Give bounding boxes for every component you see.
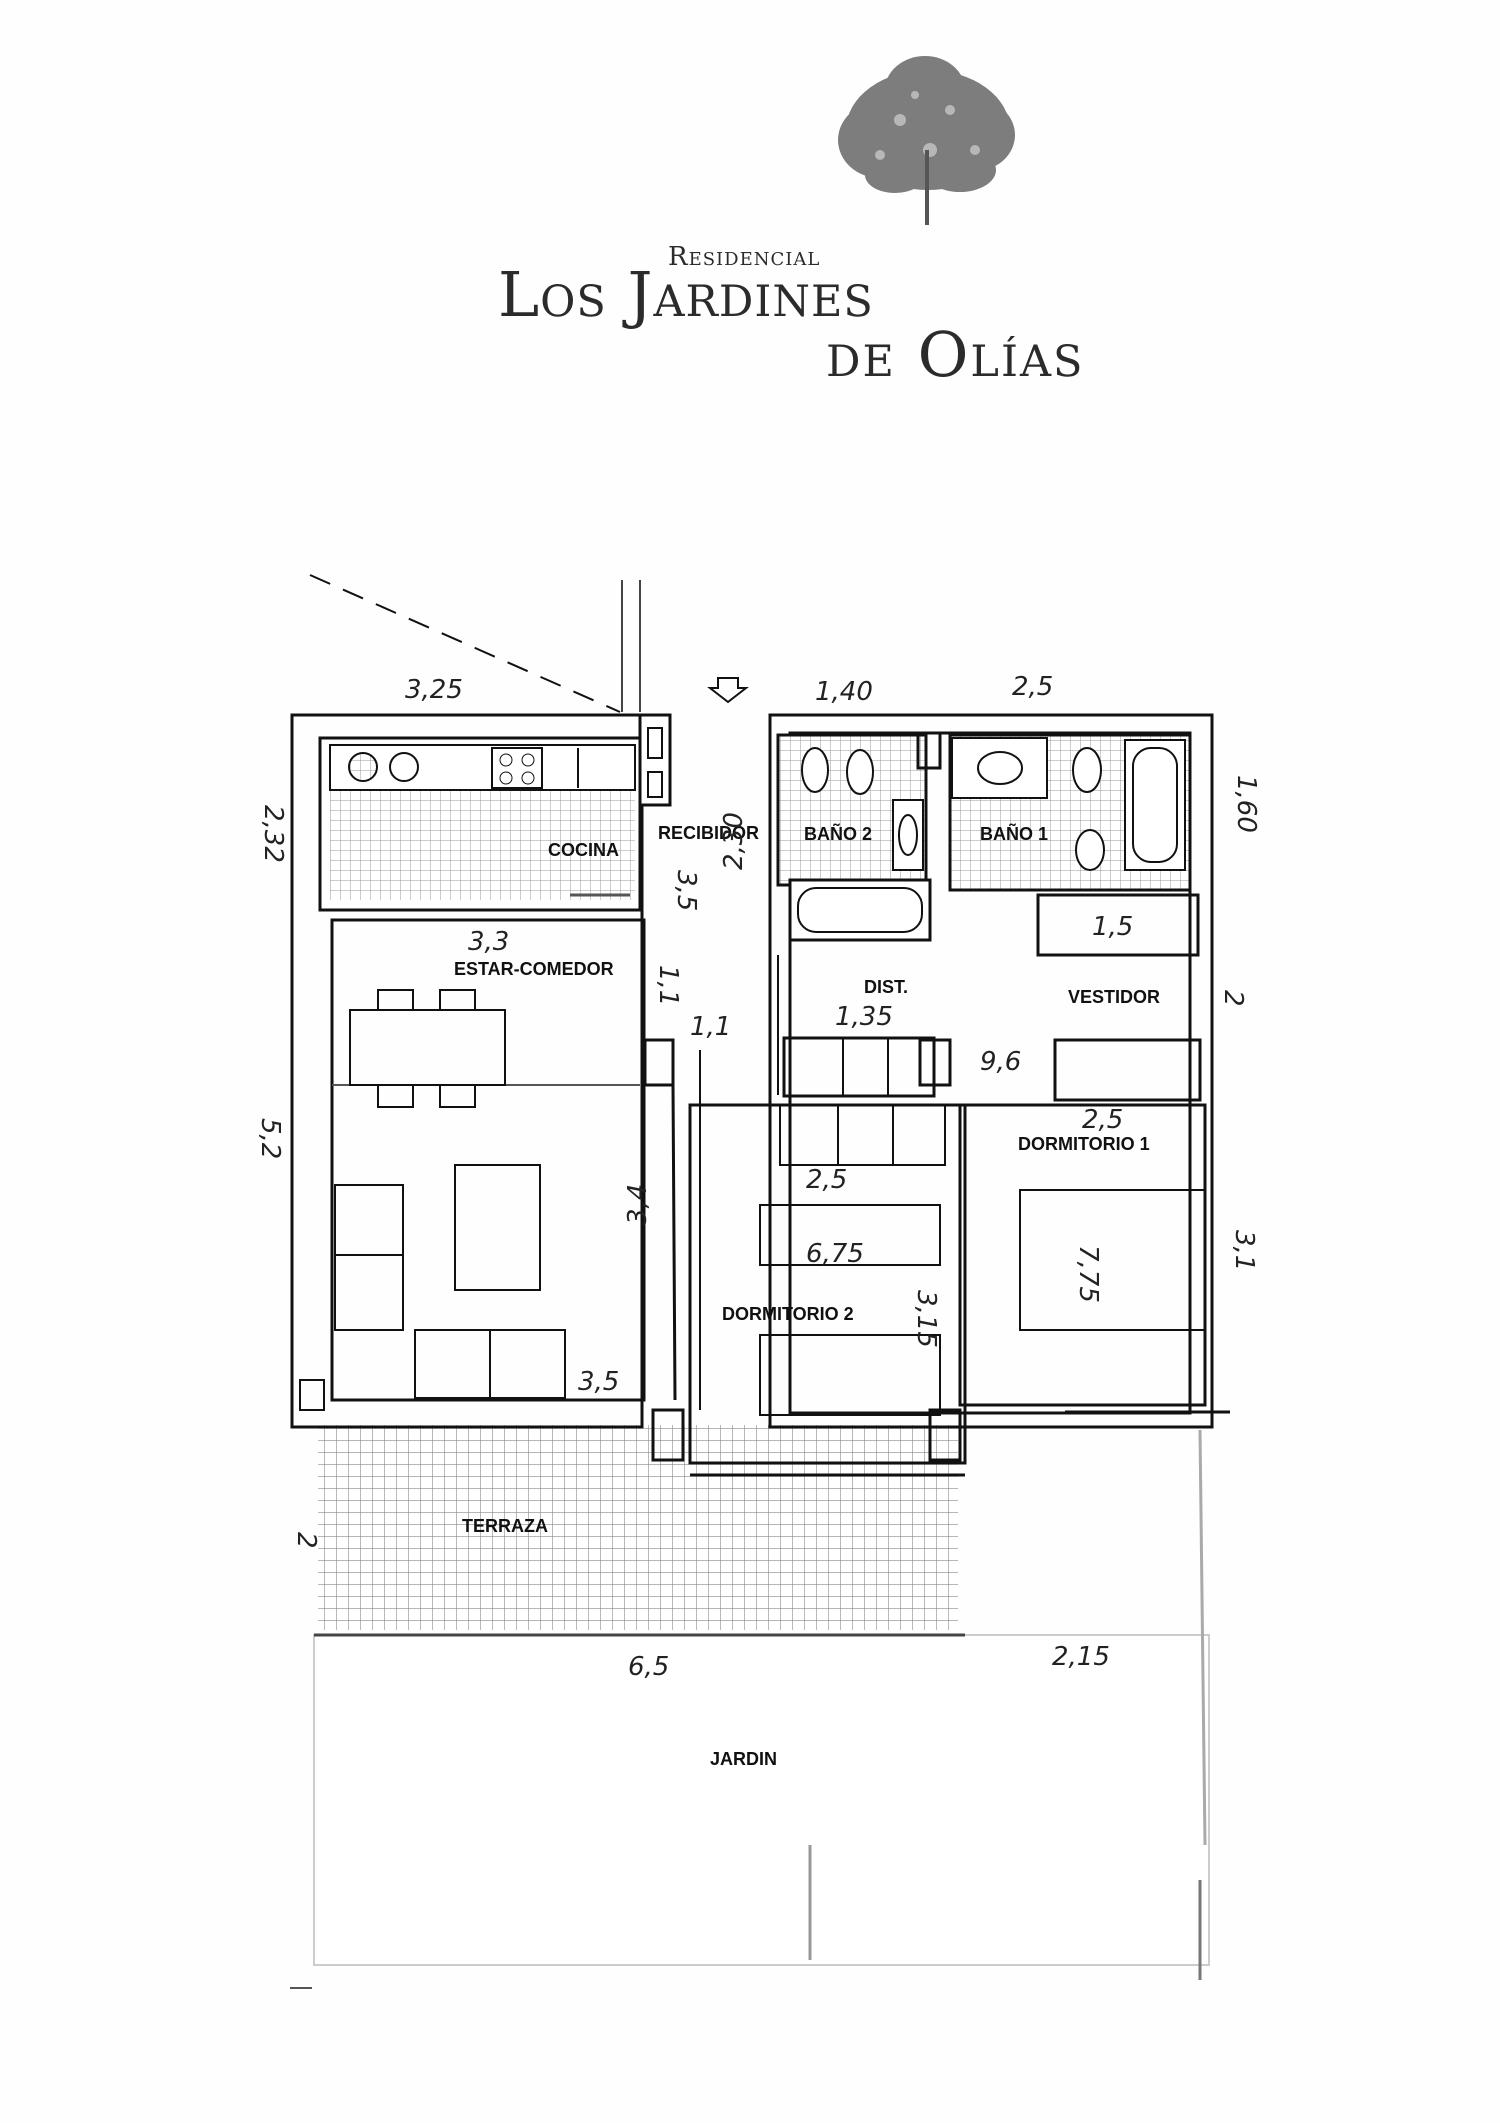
brand-header: Residencial Los Jardines de Olías	[0, 0, 1500, 400]
room-label-dorm1: DORMITORIO 1	[1018, 1134, 1150, 1154]
brand-de-olias: de Olías	[826, 318, 1085, 391]
cocina-counter	[329, 744, 636, 791]
vestidor-lower	[1053, 1038, 1202, 1102]
dim-top-25: 2,5	[1012, 672, 1053, 702]
sink-bano1-icon	[977, 751, 1023, 785]
dim-dist-135: 1,35	[835, 1002, 893, 1032]
dim-dorm2-675: 6,75	[806, 1239, 864, 1269]
dim-left-232: 2,32	[258, 805, 288, 863]
toilet-bano1-icon	[1075, 829, 1105, 871]
dim-vest-15: 1,5	[1092, 912, 1133, 942]
room-label-vestidor: VESTIDOR	[1068, 987, 1160, 1007]
room-label-jardin: JARDIN	[710, 1749, 777, 1769]
dim-dist-11: 1,1	[690, 1012, 731, 1042]
room-label-dist: DIST.	[864, 977, 908, 997]
dim-dorm2-315: 3,15	[911, 1290, 941, 1348]
dormitorio2-walls	[688, 1103, 967, 1465]
brand-los-jardines: Los Jardines	[498, 258, 874, 331]
room-label-recibidor: RECIBIDOR	[658, 823, 759, 843]
hob-icon	[491, 747, 543, 789]
coffee-table	[454, 1164, 541, 1291]
entry-arrow-icon	[707, 677, 749, 704]
dim-estar-35: 3,5	[578, 1367, 619, 1397]
dim-dorm2-25: 2,5	[806, 1165, 847, 1195]
vestidor-upper	[1036, 893, 1200, 957]
terraza-floor	[318, 1425, 958, 1630]
bathtub-bano1	[1124, 739, 1186, 871]
dim-dist-96: 9,6	[980, 1047, 1021, 1077]
dining-table	[349, 1009, 506, 1086]
bathtub-bano2	[788, 878, 932, 942]
estar-walls	[330, 918, 646, 1402]
sofa-left	[334, 1184, 404, 1331]
room-label-terraza: TERRAZA	[462, 1516, 548, 1536]
dim-recib-230: 2,30	[719, 812, 749, 870]
dim-right-2: 2	[1218, 990, 1248, 1007]
dist-closet	[782, 1036, 936, 1098]
outer-walls	[290, 713, 1214, 1429]
dim-recib-11: 1,1	[653, 965, 683, 1006]
dorm2-closet	[779, 1104, 946, 1166]
dim-estar-33: 3,3	[468, 927, 509, 957]
dim-top-140: 1,40	[815, 677, 873, 707]
cocina-floor	[330, 790, 635, 900]
room-label-bano1: BAÑO 1	[980, 823, 1048, 844]
room-label-bano2: BAÑO 2	[804, 823, 872, 844]
tree-icon	[838, 56, 1015, 225]
dim-recib-35: 3,5	[671, 870, 701, 911]
dim-terraza-2: 2	[291, 1532, 321, 1549]
dim-dorm1-775: 7,75	[1073, 1245, 1103, 1303]
jardin-area	[313, 1634, 1210, 1966]
dim-right-31: 3,1	[1229, 1230, 1259, 1271]
dim-jardin-65: 6,5	[628, 1652, 669, 1682]
dorm2-bed	[759, 1334, 941, 1416]
room-label-estar: ESTAR-COMEDOR	[454, 959, 614, 979]
toilet-bano2-icon	[846, 749, 874, 795]
dim-left-52: 5,2	[255, 1118, 285, 1159]
brand-residencial: Residencial	[668, 242, 821, 272]
dim-right-160: 1,60	[1231, 775, 1261, 833]
dim-dorm1-25: 2,5	[1082, 1105, 1123, 1135]
dorm1-bed	[1019, 1189, 1206, 1331]
sink-icon	[348, 752, 378, 782]
dim-top-325: 3,25	[405, 675, 463, 705]
room-label-dorm2: DORMITORIO 2	[722, 1304, 854, 1324]
dorm2-bed-head	[759, 1204, 941, 1266]
dim-jardin-215: 2,15	[1052, 1642, 1110, 1672]
dim-wall-34: 3,4	[623, 1184, 653, 1225]
boundary-dashed-line	[309, 574, 621, 713]
room-label-cocina: COCINA	[548, 840, 619, 860]
sink-bano2-icon	[801, 747, 829, 793]
